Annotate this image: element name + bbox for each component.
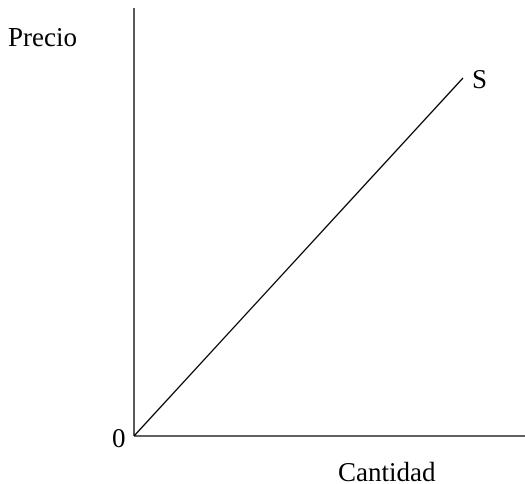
origin-label: 0 (112, 423, 126, 453)
y-axis-label: Precio (8, 22, 77, 52)
x-axis-label: Cantidad (338, 457, 436, 484)
curve-label-s: S (472, 64, 487, 94)
supply-curve (133, 77, 464, 437)
